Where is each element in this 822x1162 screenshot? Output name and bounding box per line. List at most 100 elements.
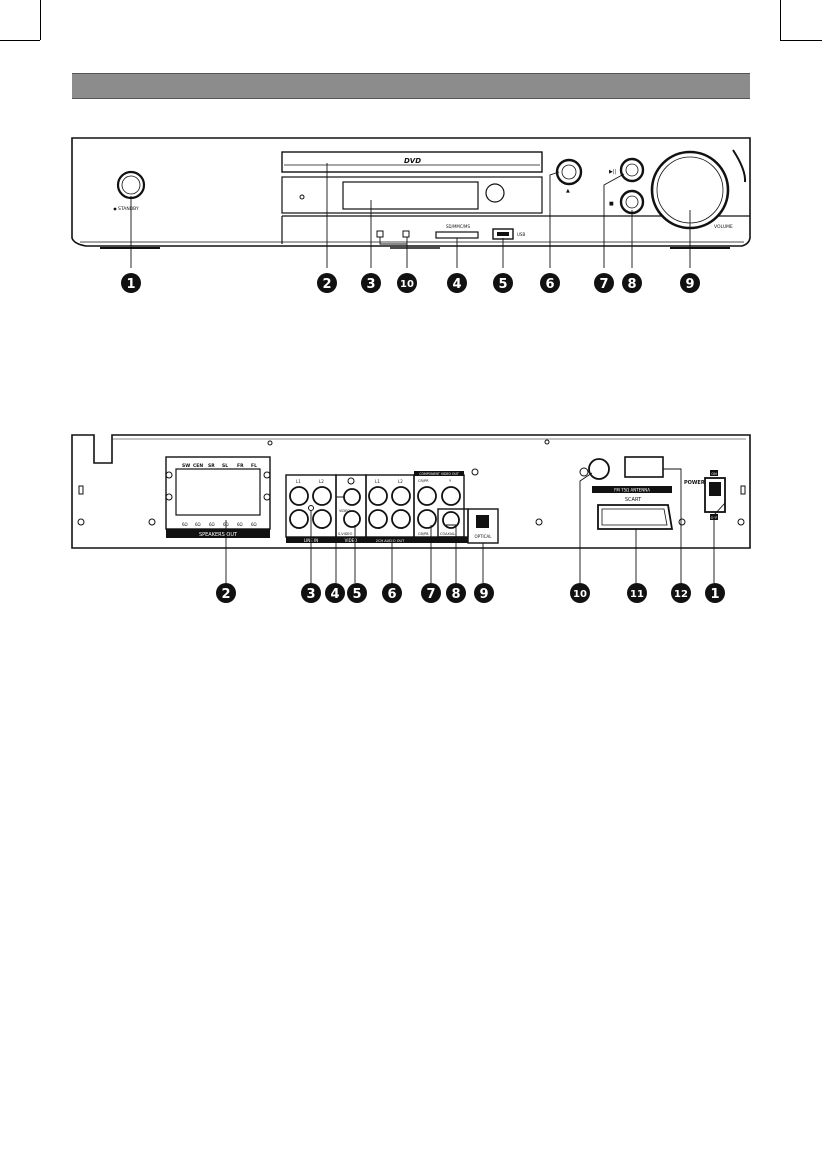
- speaker-channel-labels: SW CEN SR SL FR FL: [182, 463, 257, 469]
- antenna-plate-label: FM 75Ω ANTENNA: [614, 488, 650, 493]
- front-panel-diagram: STANDBY DVD SD/MMC/MS USB ▲ ▶|| ■ VOLUME: [71, 137, 751, 293]
- svg-text:SW: SW: [182, 463, 190, 469]
- optical-port[interactable]: [476, 515, 489, 528]
- callout-front-2: 2: [317, 273, 337, 293]
- play-pause-button-inner: [625, 163, 639, 177]
- line-in-r1-jack[interactable]: [289, 509, 309, 529]
- audio-out-r2-jack[interactable]: [391, 509, 411, 529]
- optical-label: OPTICAL: [475, 534, 493, 539]
- speakers-out-label: SPEAKERS OUT: [199, 532, 238, 538]
- video-jack[interactable]: [343, 488, 361, 506]
- crop-mark-tl-v: [40, 0, 41, 40]
- rear-leader-lines: [225, 468, 726, 583]
- speaker-clip-l2: [165, 493, 173, 501]
- callout-front-6: 6: [540, 273, 560, 293]
- speaker-clip-l1: [165, 471, 173, 479]
- usb-label: USB: [517, 232, 525, 237]
- stop-symbol: ■: [609, 201, 614, 207]
- rear-chassis: [71, 434, 751, 549]
- section-title-bar: [72, 73, 750, 99]
- svg-text:2: 2: [322, 277, 331, 292]
- callout-rear-6: 6: [382, 583, 402, 603]
- svg-text:5: 5: [352, 587, 361, 602]
- card-slot-label: SD/MMC/MS: [446, 224, 470, 229]
- rear-clip-right: [740, 485, 746, 495]
- scart-label: SCART: [625, 497, 642, 503]
- svg-text:6: 6: [545, 277, 554, 292]
- audio-out-l2-jack[interactable]: [391, 486, 411, 506]
- callout-front-3: 3: [361, 273, 381, 293]
- component-pb-jack[interactable]: [417, 509, 437, 529]
- standby-led: [113, 207, 117, 211]
- scart-connector-inner: [601, 508, 668, 526]
- svg-text:SL: SL: [222, 463, 228, 469]
- component-video-label: COMPONENT VIDEO OUT: [419, 472, 459, 476]
- svg-text:6: 6: [387, 587, 396, 602]
- crop-mark-tl-h: [0, 40, 40, 41]
- speaker-clip-r2: [263, 493, 271, 501]
- eject-button-inner: [561, 164, 577, 180]
- line-in-ground: [308, 505, 314, 511]
- rear-clip-left: [78, 485, 84, 495]
- cb-pb-label: CB/PB: [418, 532, 429, 536]
- eject-symbol: ▲: [566, 188, 570, 194]
- svg-text:10: 10: [573, 589, 587, 600]
- display-panel: [281, 176, 543, 214]
- aux-jack-right[interactable]: [402, 230, 410, 238]
- cr-pr-label: CR/PR: [418, 479, 429, 483]
- video-bar-label: VIDEO: [345, 538, 358, 543]
- stop-button-inner: [625, 195, 639, 209]
- volume-arc: [732, 149, 747, 183]
- rear-screw-5: [471, 468, 479, 476]
- standby-label: STANDBY: [118, 206, 139, 212]
- audio-out-l1-jack[interactable]: [368, 486, 388, 506]
- rear-screw-7: [678, 518, 686, 526]
- callout-front-9: 9: [680, 273, 700, 293]
- svg-text:L2: L2: [319, 479, 324, 484]
- stop-button[interactable]: [619, 189, 645, 215]
- svg-text:12: 12: [674, 589, 688, 600]
- fm-antenna-jack[interactable]: [588, 458, 610, 480]
- am-antenna-terminal[interactable]: [624, 456, 664, 478]
- antenna-plate: [592, 486, 672, 493]
- front-chassis: [71, 137, 751, 247]
- callout-front-8: 8: [622, 273, 642, 293]
- rear-screw-1: [267, 440, 273, 446]
- line-in-r2-jack[interactable]: [312, 509, 332, 529]
- aux-jack-left[interactable]: [376, 230, 384, 238]
- callout-rear-7: 7: [421, 583, 441, 603]
- rear-screw-4: [737, 518, 745, 526]
- card-slot[interactable]: [435, 231, 479, 239]
- s-video-jack[interactable]: [343, 510, 361, 528]
- crop-mark-tr-h: [780, 40, 822, 41]
- callout-rear-12: 12: [671, 583, 691, 603]
- component-y-jack[interactable]: [441, 486, 461, 506]
- callout-front-7: 7: [594, 273, 614, 293]
- line-in-l2-jack[interactable]: [312, 486, 332, 506]
- play-pause-button[interactable]: [619, 157, 645, 183]
- fm-antenna-screw: [579, 467, 589, 477]
- svg-text:7: 7: [426, 587, 435, 602]
- svg-text:3: 3: [306, 587, 315, 602]
- callout-front-10: 10: [397, 273, 417, 293]
- component-pr-jack[interactable]: [417, 486, 437, 506]
- audio-out-r1-jack[interactable]: [368, 509, 388, 529]
- svg-text:L1: L1: [375, 479, 380, 484]
- svg-text:SR: SR: [208, 463, 215, 469]
- line-in-l1-jack[interactable]: [289, 486, 309, 506]
- callout-rear-1: 1: [705, 583, 725, 603]
- rear-screw-3: [77, 518, 85, 526]
- callout-rear-9: 9: [474, 583, 494, 603]
- scart-connector[interactable]: [597, 504, 674, 530]
- callout-rear-11: 11: [627, 583, 647, 603]
- eject-button[interactable]: [555, 158, 583, 186]
- callout-rear-8: 8: [446, 583, 466, 603]
- audio-out-bar: [366, 537, 414, 543]
- audio-out-label: 2CH AUDIO OUT: [376, 539, 405, 543]
- disc-tray[interactable]: [281, 151, 543, 173]
- callout-front-1: 1: [121, 273, 141, 293]
- svg-text:4: 4: [330, 587, 339, 602]
- standby-button-inner: [121, 175, 141, 195]
- coaxial-jack[interactable]: [442, 511, 460, 529]
- svg-text:6Ω: 6Ω: [237, 522, 243, 527]
